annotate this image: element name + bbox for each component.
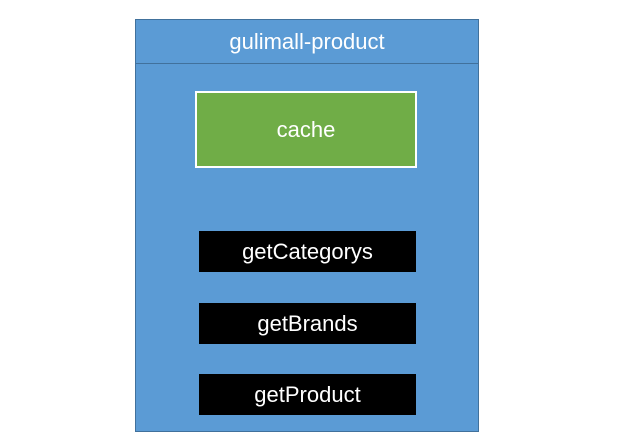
- cache-box: cache: [195, 91, 417, 168]
- service-container: gulimall-product cache getCategorys getB…: [135, 19, 479, 432]
- method-get-categorys: getCategorys: [199, 231, 416, 272]
- service-title: gulimall-product: [136, 20, 478, 64]
- method-get-brands: getBrands: [199, 303, 416, 344]
- method-get-product: getProduct: [199, 374, 416, 415]
